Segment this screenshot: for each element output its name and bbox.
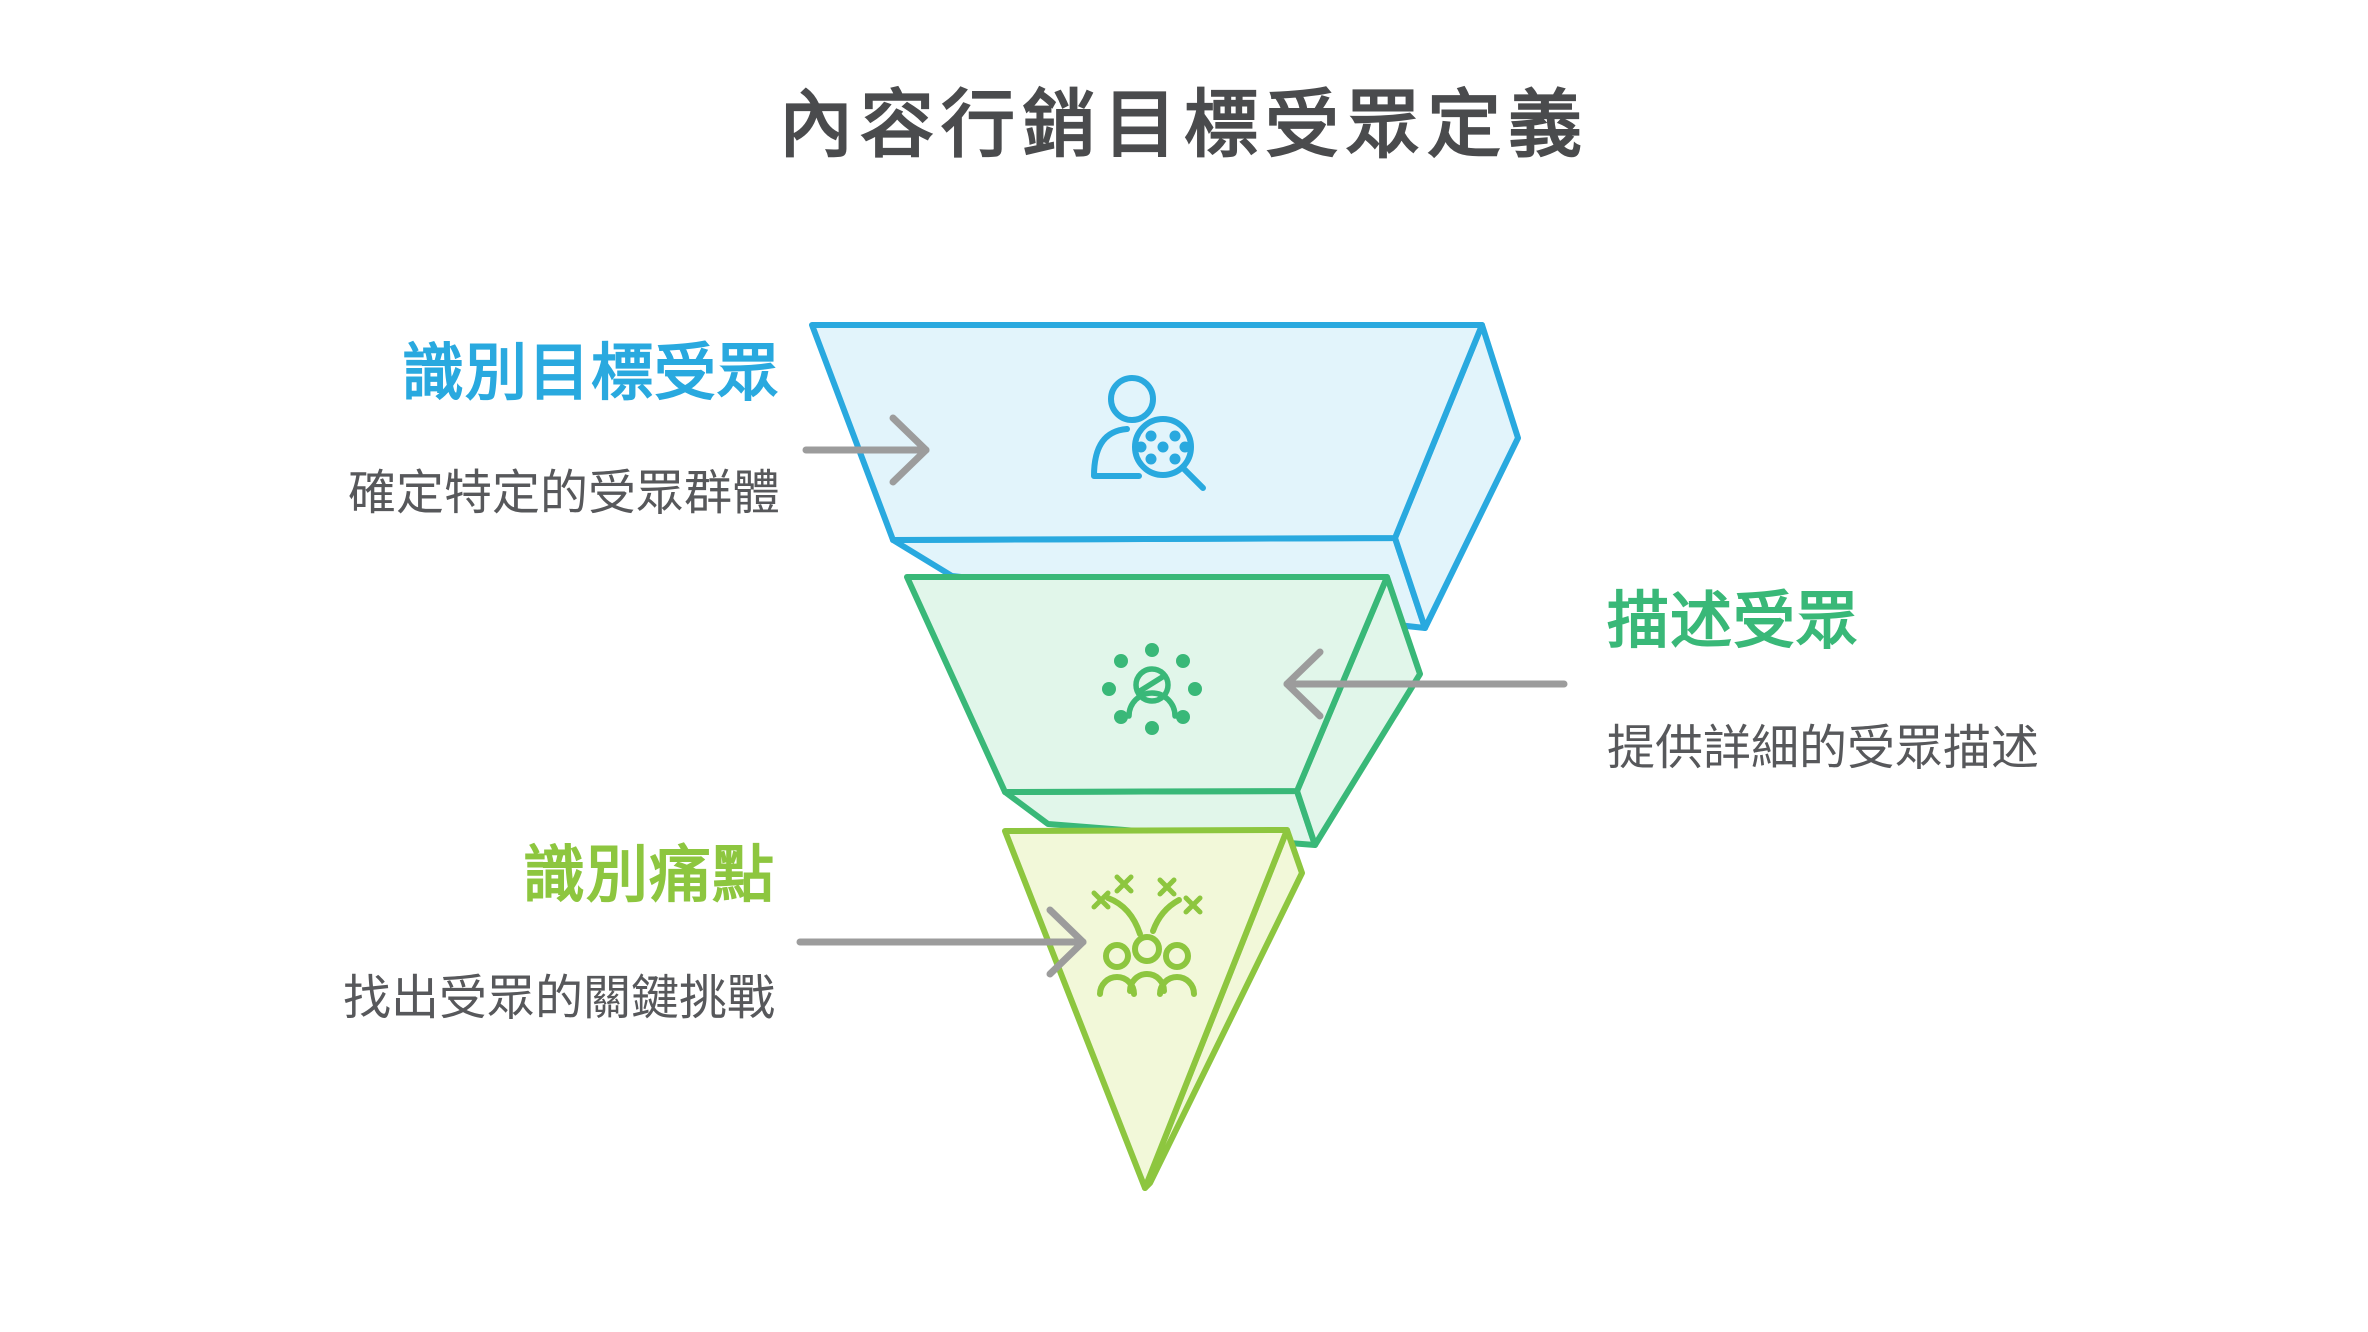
stage-description-describe-audience: 提供詳細的受眾描述 xyxy=(1607,722,2040,775)
crowd-sparks-icon xyxy=(1091,874,1203,997)
stage-heading-identify-target-audience: 識別目標受眾 xyxy=(401,339,780,408)
lime-tier-front-face xyxy=(1002,827,1290,1191)
stage-heading-identify-pain-points: 識別痛點 xyxy=(522,841,775,910)
orbit-dots xyxy=(1102,643,1202,735)
stage-heading-describe-audience: 描述受眾 xyxy=(1607,587,1860,656)
arrow-identify-pain-points xyxy=(796,906,1087,978)
connector-arrows xyxy=(796,414,1568,978)
person-with-magnifier-icon xyxy=(1091,375,1206,491)
funnel-stage-describe-audience xyxy=(904,574,1423,848)
stage-description-identify-pain-points: 找出受眾的關鍵挑戰 xyxy=(342,972,775,1025)
funnel-stage-identify-pain-points xyxy=(1002,827,1305,1191)
stage-description-identify-target-audience: 確定特定的受眾群體 xyxy=(347,467,780,520)
audience-dots xyxy=(1135,430,1191,465)
community-dots-icon xyxy=(1102,643,1202,735)
spark-x-marks xyxy=(1091,874,1203,915)
arrow-identify-target-audience xyxy=(802,414,930,486)
page-title: 內容行銷目標受眾定義 xyxy=(779,83,1589,166)
arrow-describe-audience xyxy=(1283,648,1568,720)
